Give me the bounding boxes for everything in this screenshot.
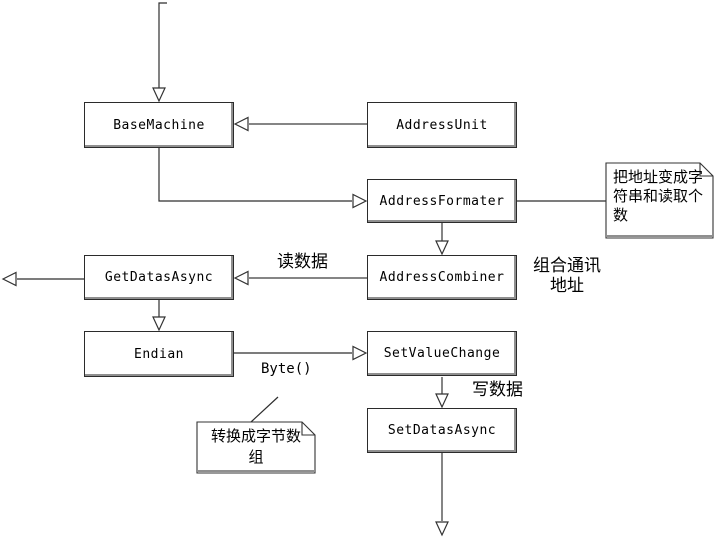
arrowhead-down-addresscombiner bbox=[435, 240, 449, 256]
node-addressformater[interactable]: AddressFormater bbox=[367, 179, 517, 223]
node-setdatasasync[interactable]: SetDatasAsync bbox=[367, 408, 517, 453]
note-fold-byte-icon bbox=[301, 422, 315, 436]
node-addressunit[interactable]: AddressUnit bbox=[367, 102, 517, 148]
arrowhead-down-endian bbox=[152, 316, 166, 332]
node-setvaluechange[interactable]: SetValueChange bbox=[367, 331, 517, 376]
edge-label-byte-method: Byte() bbox=[261, 361, 312, 377]
node-basemachine[interactable]: BaseMachine bbox=[84, 102, 234, 148]
node-basemachine-label: BaseMachine bbox=[113, 117, 205, 133]
node-endian[interactable]: Endian bbox=[84, 331, 234, 377]
arrowhead-down-bottom bbox=[435, 521, 449, 537]
node-addresscombiner-label: AddressCombiner bbox=[379, 270, 505, 285]
arrowhead-left-getdatasasync bbox=[233, 270, 249, 286]
arrowhead-left-edge bbox=[1, 271, 17, 287]
edge-label-read-data: 读数据 bbox=[277, 252, 328, 272]
arrowhead-right-addressformater bbox=[352, 193, 368, 209]
arrowhead-down-setdatasasync bbox=[435, 393, 449, 409]
node-getdatasasync-label: GetDatasAsync bbox=[104, 270, 214, 285]
note-format-text: 把地址变成字 符串和读取个 数 bbox=[613, 168, 704, 224]
arrowhead-right-setvaluechange bbox=[352, 345, 368, 361]
connector-bytenote-to-byte-label bbox=[250, 396, 279, 423]
node-addressunit-label: AddressUnit bbox=[396, 117, 488, 133]
connector-basemachine-to-addressformater bbox=[158, 148, 352, 202]
node-getdatasasync[interactable]: GetDatasAsync bbox=[84, 255, 234, 300]
node-setvaluechange-label: SetValueChange bbox=[383, 346, 501, 361]
connector-top-into-basemachine bbox=[158, 2, 167, 89]
arrowhead-down-basemachine bbox=[152, 87, 166, 103]
note-byte-text: 转换成字节数 组 bbox=[210, 427, 301, 466]
edge-label-combine-address: 组合通讯 地址 bbox=[533, 256, 601, 296]
note-shape-format[interactable] bbox=[605, 162, 714, 239]
note-shape-byte[interactable] bbox=[196, 421, 316, 474]
node-endian-label: Endian bbox=[134, 346, 184, 362]
node-setdatasasync-label: SetDatasAsync bbox=[387, 423, 497, 438]
arrowhead-left-basemachine bbox=[233, 116, 249, 132]
node-addresscombiner[interactable]: AddressCombiner bbox=[367, 255, 517, 300]
node-addressformater-label: AddressFormater bbox=[379, 193, 505, 209]
edge-label-write-data: 写数据 bbox=[472, 380, 523, 400]
note-fold-format-icon bbox=[699, 163, 713, 177]
